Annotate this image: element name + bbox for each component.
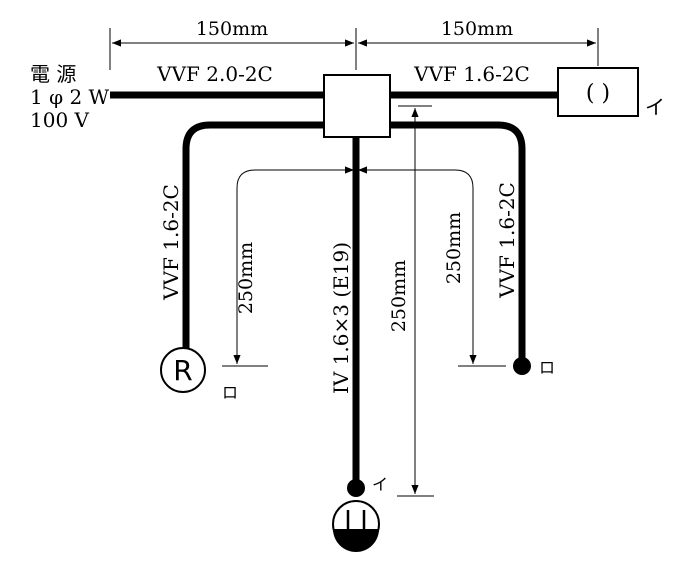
label-ro-right: ロ xyxy=(539,358,555,377)
bottom-outlet-fill xyxy=(333,529,379,552)
label-i-top: イ xyxy=(645,95,665,119)
receptacle-letter: R xyxy=(173,354,192,387)
cables xyxy=(110,91,558,480)
switch-dot-bottom xyxy=(347,479,365,497)
dim-label-left-down: 250mm xyxy=(235,242,257,314)
lamp-symbol: ( ) xyxy=(586,81,610,106)
dim-center-down xyxy=(397,105,434,497)
dim-label-left-top: 150mm xyxy=(196,18,268,40)
cable-label-supply: VVF 2.0-2C xyxy=(156,62,273,86)
switch-dot-right xyxy=(513,357,531,375)
bottom-outlet-icon xyxy=(332,500,380,552)
cable-label-to-lamp: VVF 1.6-2C xyxy=(413,62,530,86)
label-i-bottom: イ xyxy=(372,475,388,494)
dim-label-center-down: 250mm xyxy=(388,260,410,332)
junction-box xyxy=(323,74,391,138)
cable-to-receptacle xyxy=(182,121,325,348)
power-source-line2: 1 φ 2 W xyxy=(30,85,110,109)
cable-to-right-switch xyxy=(389,121,526,360)
dim-label-right-down: 250mm xyxy=(443,212,465,284)
dim-line-left-down xyxy=(233,166,354,364)
power-source-line1: 電 源 xyxy=(30,62,76,86)
lamp-box xyxy=(557,67,639,117)
dim-right-down xyxy=(358,166,506,367)
label-ro-left: ロ xyxy=(222,383,238,402)
receptacle-circle xyxy=(160,347,206,393)
dim-line-right-down xyxy=(358,166,477,364)
cable-label-to-receptacle: VVF 1.6-2C xyxy=(159,184,183,301)
cable-label-to-bottom-switch: IV 1.6×3 (E19) xyxy=(329,242,353,394)
cable-label-to-right-switch: VVF 1.6-2C xyxy=(495,182,519,299)
top-dimensions xyxy=(109,28,599,70)
dim-label-right-top: 150mm xyxy=(441,18,513,40)
power-source-line3: 100 V xyxy=(30,108,90,132)
dim-left-down xyxy=(222,166,354,367)
